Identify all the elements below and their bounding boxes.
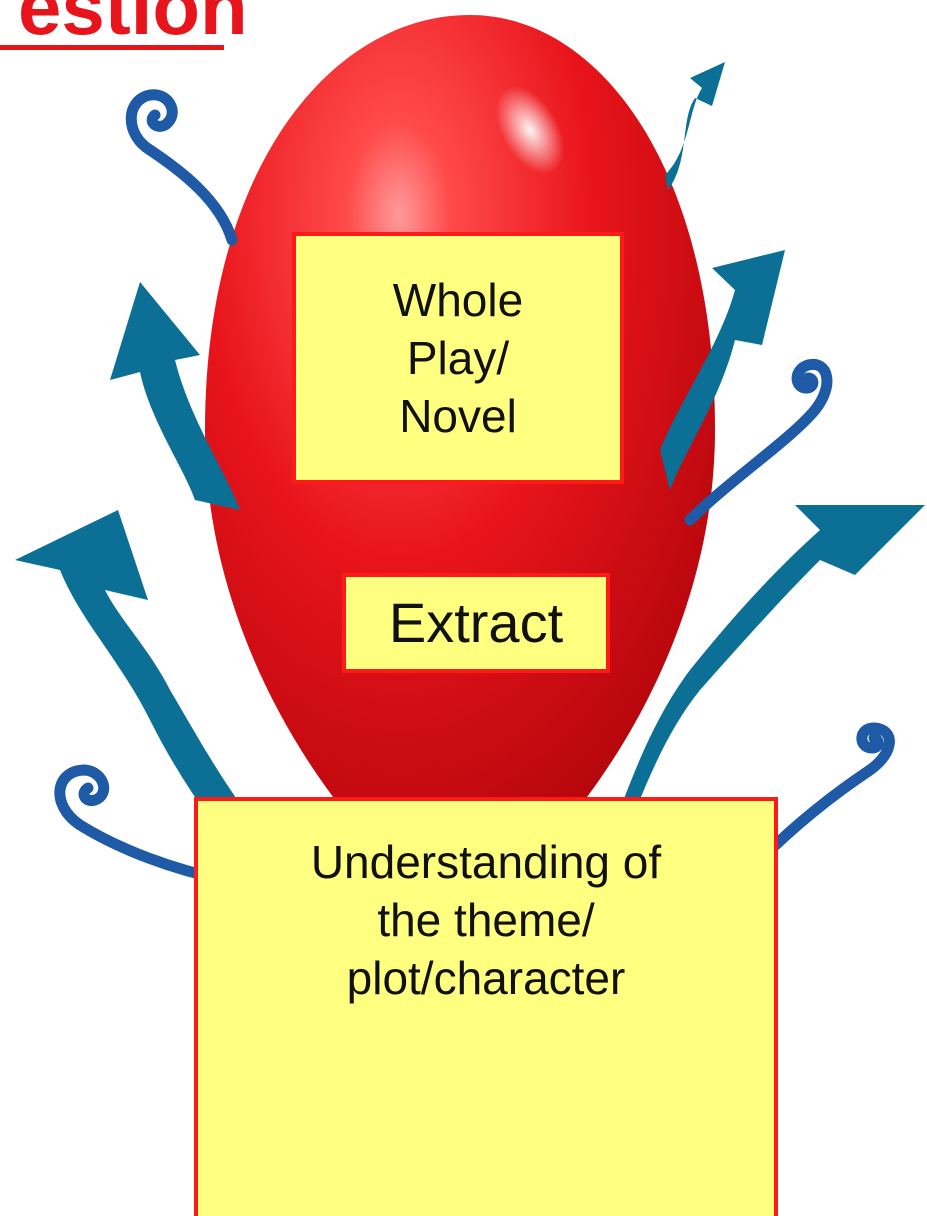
extract-box: Extract [342, 573, 610, 673]
swirl-lower-right-icon [760, 728, 889, 860]
arrow-top-right-icon [665, 62, 725, 190]
swirl-top-left-icon [131, 95, 232, 240]
whole-play-novel-box: Whole Play/ Novel [292, 232, 624, 484]
box-line: plot/character [311, 949, 661, 1007]
box-line: Understanding of [311, 833, 661, 891]
box-line: Novel [393, 387, 523, 445]
understanding-box: Understanding of the theme/ plot/charact… [194, 797, 778, 1216]
box-line: Play/ [393, 329, 523, 387]
box-line: Whole [393, 271, 523, 329]
extract-label: Extract [389, 591, 563, 655]
box-line: the theme/ [311, 891, 661, 949]
title-underline [0, 45, 224, 50]
